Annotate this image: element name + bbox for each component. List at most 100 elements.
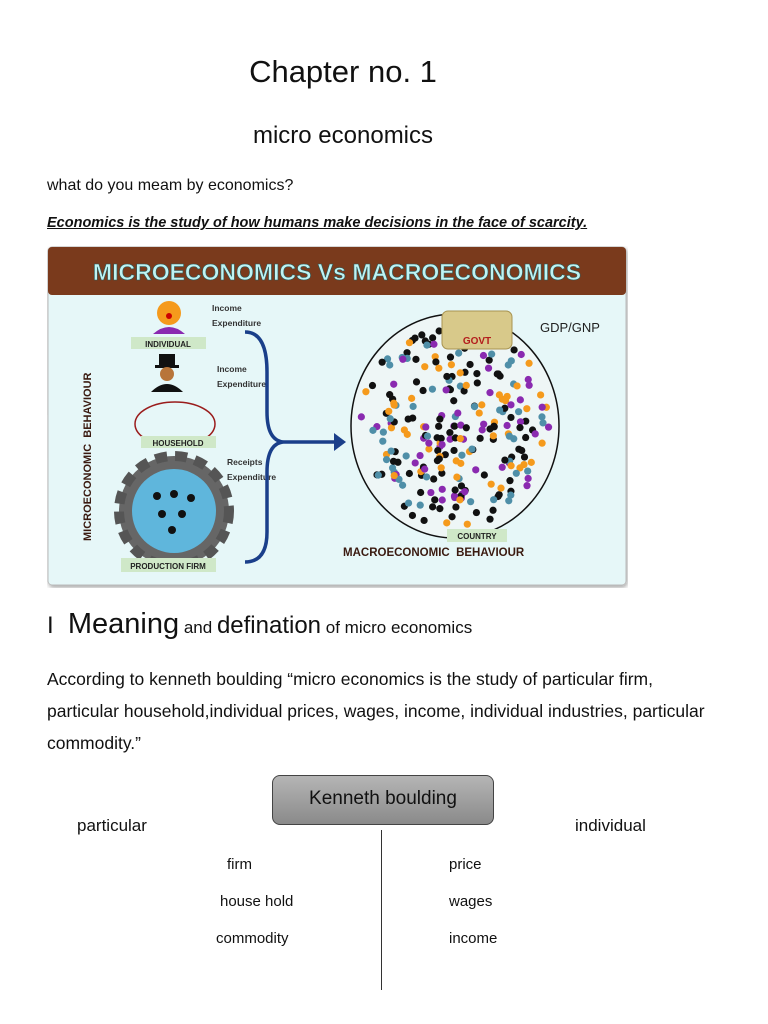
person-dot [416,501,424,509]
person-dot [544,423,553,431]
person-dot [385,407,393,415]
person-dot [443,519,451,527]
person-dot [537,391,545,399]
person-dot [486,425,494,433]
person-dot [456,435,464,443]
right-item: income [449,930,498,947]
person-dot [368,381,377,390]
person-dot [538,439,546,447]
person-dot [437,464,445,472]
person-dot [515,408,523,416]
question-text: what do you meam by economics? [47,177,294,194]
person-dot [438,496,446,504]
paragraph-line: commodity.” [47,733,141,753]
person-dot [463,520,471,528]
person-dot [468,445,476,453]
right-item: wages [449,893,493,910]
person-dot [386,361,394,369]
person-dot [522,417,530,425]
person-dot [441,451,449,459]
person-dot [505,497,513,505]
person-dot [527,458,535,466]
person-dot [425,439,433,447]
person-dot [488,350,496,358]
household-label: HOUSEHOLD [152,439,203,448]
person-dot [452,503,460,511]
left-item: firm [227,856,252,873]
person-dot [458,451,466,459]
heading-word: of micro economics [325,618,473,637]
person-dot [538,413,546,421]
person-dot [450,422,459,430]
person-dot [507,491,515,499]
person-dot [408,511,417,520]
person-dot [430,475,438,483]
person-dot [462,381,470,389]
person-dot [478,401,486,409]
chapter-subtitle: micro economics [252,122,434,149]
person-dot [518,446,526,455]
person-dot [429,503,437,511]
macro-label: MACROECONOMIC BEHAVIOUR [343,547,525,559]
person-dot [475,409,483,417]
flow-label: Receipts [227,457,263,467]
person-dot [432,358,440,366]
person-dot [435,327,443,335]
person-dot [525,381,533,389]
person-dot [387,424,396,432]
individual-label: INDIVIDUAL [145,340,191,349]
person-dot [430,340,438,348]
person-dot [489,506,497,514]
right-item: price [449,856,482,873]
person-dot [443,372,451,381]
kenneth-boulding-box: Kenneth boulding [272,775,494,825]
person-dot [399,355,407,363]
country-label: COUNTRY [457,532,497,541]
person-dot [461,488,469,496]
person-dot [403,349,411,357]
person-dot [403,430,411,438]
person-dot [422,423,430,431]
person-dot [454,409,462,417]
person-dot [513,382,521,390]
person-dot [539,419,547,427]
person-dot [402,452,410,460]
person-dot [450,397,458,405]
person-dot [435,455,443,463]
person-dot [489,432,497,440]
person-dot [423,341,431,349]
person-dot [436,415,444,423]
definition-text: Economics is the study of how humans mak… [47,215,588,231]
person-dot [516,464,524,472]
person-dot [427,488,435,497]
person-dot [457,421,465,429]
person-dot [404,415,412,423]
population-crowd [357,326,553,528]
person-dot [524,474,532,483]
person-dot [412,378,421,386]
person-dot [457,459,465,467]
person-dot [472,466,480,474]
person-dot [390,401,398,409]
person-dot [473,369,481,378]
person-dot [417,488,425,497]
left-item: commodity [216,930,289,947]
person-dot [446,353,455,361]
person-dot [516,418,525,426]
person-dot [399,481,407,489]
person-dot [409,402,417,411]
figure-banner [48,247,626,295]
person-dot [485,356,493,364]
person-dot [446,429,454,437]
person-dot [451,486,459,494]
person-dot [450,446,458,455]
person-dot [382,456,391,464]
person-dot [486,515,494,523]
person-dot [525,359,533,367]
person-dot [495,491,503,499]
person-dot [362,388,370,396]
person-dot [412,355,420,363]
person-dot [390,471,398,480]
person-dot [442,386,450,394]
person-dot [507,357,515,365]
